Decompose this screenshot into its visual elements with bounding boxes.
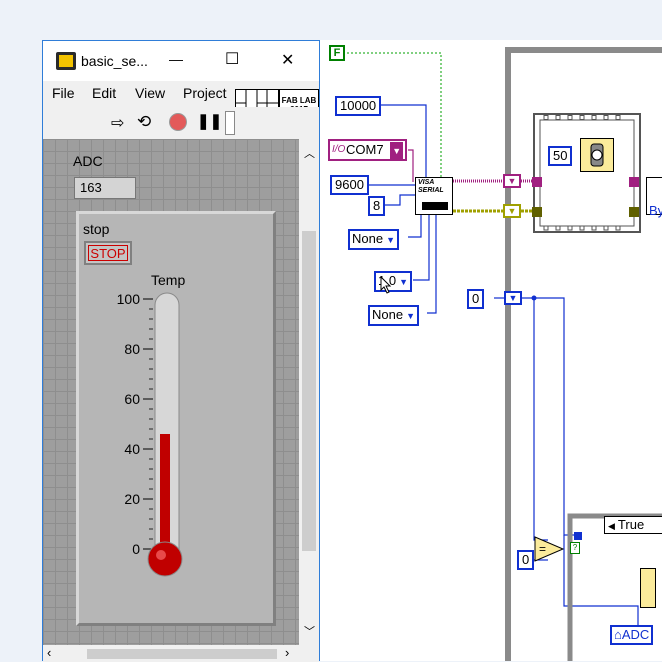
equal-node[interactable]: = xyxy=(533,535,567,563)
menu-view[interactable]: View xyxy=(135,85,166,101)
scale-tick-label: 40 xyxy=(124,441,140,457)
databits-wire xyxy=(383,194,415,206)
front-panel[interactable]: ADC 163 stop STOP Temp 100 80 60 40 20 0 xyxy=(43,139,299,645)
visa-configure-serial-node[interactable]: VISA SERIAL xyxy=(415,177,453,215)
menu-project[interactable]: Project xyxy=(183,85,227,101)
flow-wire xyxy=(427,212,437,314)
chevron-down-icon: ▼ xyxy=(386,235,395,245)
chevron-down-icon[interactable]: ﹀ xyxy=(304,626,315,638)
case-selector-question-icon: ? xyxy=(570,542,580,554)
com-port-value: COM7 xyxy=(346,142,384,157)
thermometer: 100 80 60 40 20 0 xyxy=(117,291,183,577)
wait-ms-node[interactable] xyxy=(580,138,614,172)
abort-icon[interactable] xyxy=(169,113,187,131)
adc-indicator: 163 xyxy=(74,177,136,199)
parity-enum[interactable]: None▼ xyxy=(348,229,399,250)
adc-label: ADC xyxy=(73,153,103,169)
visa-read-node[interactable] xyxy=(646,177,662,215)
horizontal-scrollbar[interactable]: ‹ › xyxy=(43,645,319,662)
scrollbar-thumb[interactable] xyxy=(302,231,316,551)
stop-label: stop xyxy=(83,221,110,237)
shift-register-left[interactable]: ▼ xyxy=(504,291,522,305)
hscroll-thumb[interactable] xyxy=(87,649,277,659)
labview-app-icon xyxy=(56,52,76,70)
menu-file[interactable]: File xyxy=(52,85,75,101)
timeout-wire xyxy=(378,104,427,180)
visa-tunnel xyxy=(532,177,542,187)
house-icon: ⌂ xyxy=(614,627,622,642)
while-loop-border xyxy=(505,47,662,661)
front-panel-window[interactable]: basic_se... — ☐ ✕ File Edit View Project… xyxy=(42,40,320,662)
pause-icon[interactable]: ❚❚ xyxy=(197,113,223,130)
stopbits-wire xyxy=(413,212,430,281)
scale-tick-label: 0 xyxy=(132,541,140,557)
stopwatch-icon xyxy=(590,143,604,167)
match-pattern-node[interactable] xyxy=(640,568,656,608)
stop-button-text: STOP xyxy=(88,245,128,261)
chevron-down-icon: ▼ xyxy=(399,277,408,287)
visa-resource-constant[interactable]: I/O COM7 ▼ xyxy=(328,139,408,161)
false-constant[interactable]: F xyxy=(329,45,345,61)
scale-tick-label: 100 xyxy=(117,291,141,307)
minimize-button[interactable]: — xyxy=(169,51,183,67)
visa-serial-label: VISA SERIAL xyxy=(418,179,444,194)
film-strip-holes xyxy=(543,115,621,231)
maximize-button[interactable]: ☐ xyxy=(225,51,240,68)
thermometer-bulb xyxy=(147,541,183,577)
scale-tick-label: 60 xyxy=(124,391,140,407)
error-shift-register-left[interactable]: ▼ xyxy=(503,204,521,218)
menu-edit[interactable]: Edit xyxy=(92,85,117,101)
run-arrow-icon[interactable]: ⇨ xyxy=(111,115,125,132)
adc-local-variable[interactable]: ⌂ADC xyxy=(610,625,654,645)
zero-constant-2[interactable]: 0 xyxy=(517,550,535,570)
thermometer-level xyxy=(160,434,170,551)
arrow-left-icon: ◀ xyxy=(608,521,615,531)
parity-wire xyxy=(408,212,422,238)
case-selector-label[interactable]: ◀True xyxy=(604,516,662,534)
timeout-constant[interactable]: 10000 xyxy=(335,96,382,116)
toolbar: ⇨ ⟲ ❚❚ xyxy=(43,107,319,139)
chevron-down-icon: ▼ xyxy=(390,142,404,160)
baud-rate-constant[interactable]: 9600 xyxy=(330,175,369,195)
equal-symbol: = xyxy=(539,542,546,556)
temp-label: Temp xyxy=(151,272,186,288)
scale-tick-label: 80 xyxy=(124,341,140,357)
visa-shift-register-left[interactable]: ▼ xyxy=(503,174,521,188)
wait-ms-constant[interactable]: 50 xyxy=(548,146,573,166)
case-selector-terminal xyxy=(574,532,582,540)
index-wire xyxy=(522,297,576,536)
thermometer-scale: 100 80 60 40 20 0 xyxy=(117,291,153,557)
vertical-scrollbar[interactable]: ︿ ﹀ xyxy=(299,139,319,645)
toolbar-dropdown[interactable] xyxy=(225,111,235,135)
flow-control-enum[interactable]: None▼ xyxy=(368,305,419,326)
zero-constant-1[interactable]: 0 xyxy=(467,289,485,309)
chevron-up-icon[interactable]: ︿ xyxy=(304,148,315,160)
flat-sequence-frame xyxy=(533,113,641,233)
bytes-at-port-label: By xyxy=(649,203,662,218)
boolean-wire xyxy=(347,52,442,185)
block-diagram[interactable]: F 10000 I/O COM7 ▼ 9600 8 VISA SERIAL No… xyxy=(318,40,662,661)
chevron-down-icon: ▼ xyxy=(406,311,415,321)
visa-tunnel-out xyxy=(629,177,639,187)
chevron-left-icon[interactable]: ‹ xyxy=(47,645,52,660)
scale-tick-label: 20 xyxy=(124,491,140,507)
error-tunnel-out xyxy=(629,207,639,217)
run-continuously-icon[interactable]: ⟲ xyxy=(137,112,152,131)
io-icon: I/O xyxy=(332,144,346,155)
window-title: basic_se... xyxy=(81,53,148,69)
stop-button[interactable]: STOP xyxy=(84,241,132,265)
serial-port-icon xyxy=(422,202,448,210)
title-bar[interactable]: basic_se... — ☐ ✕ xyxy=(43,41,319,81)
chevron-right-icon[interactable]: › xyxy=(285,645,290,660)
error-tunnel xyxy=(532,207,542,217)
databits-constant[interactable]: 8 xyxy=(368,196,386,216)
visa-wire-in xyxy=(408,149,414,182)
mouse-cursor-icon xyxy=(380,276,392,294)
close-button[interactable]: ✕ xyxy=(281,52,295,69)
